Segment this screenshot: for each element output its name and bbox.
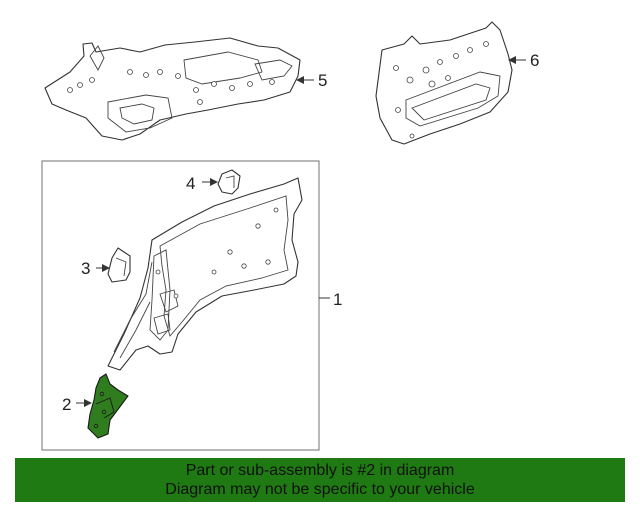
parts-diagram: 5 6 1 — [41, 21, 539, 451]
part-6-panel[interactable] — [375, 21, 513, 145]
leader-4-arrow — [210, 178, 218, 186]
part-3-bracket[interactable] — [107, 247, 131, 283]
assembly-box-1 — [41, 160, 320, 451]
callout-1: 1 — [333, 290, 342, 309]
banner-line-1: Part or sub-assembly is #2 in diagram — [185, 462, 455, 479]
callout-3: 3 — [81, 259, 90, 278]
leader-2-arrow — [84, 399, 92, 407]
part-4-clip[interactable] — [217, 169, 241, 195]
callout-2: 2 — [62, 395, 71, 414]
leader-6-arrow — [508, 56, 516, 64]
part-1-wheelhouse-panel[interactable] — [107, 177, 303, 371]
banner-line-2: Diagram may not be specific to your vehi… — [165, 481, 475, 498]
part-5-frame-rail[interactable] — [44, 37, 301, 141]
info-banner: Part or sub-assembly is #2 in diagram Di… — [15, 458, 625, 502]
callout-6: 6 — [530, 51, 539, 70]
part-2-highlighted-bracket[interactable] — [87, 373, 129, 439]
leader-5-arrow — [296, 76, 304, 84]
callout-5: 5 — [318, 71, 327, 90]
callout-4: 4 — [186, 174, 195, 193]
leader-3-arrow — [102, 264, 110, 272]
